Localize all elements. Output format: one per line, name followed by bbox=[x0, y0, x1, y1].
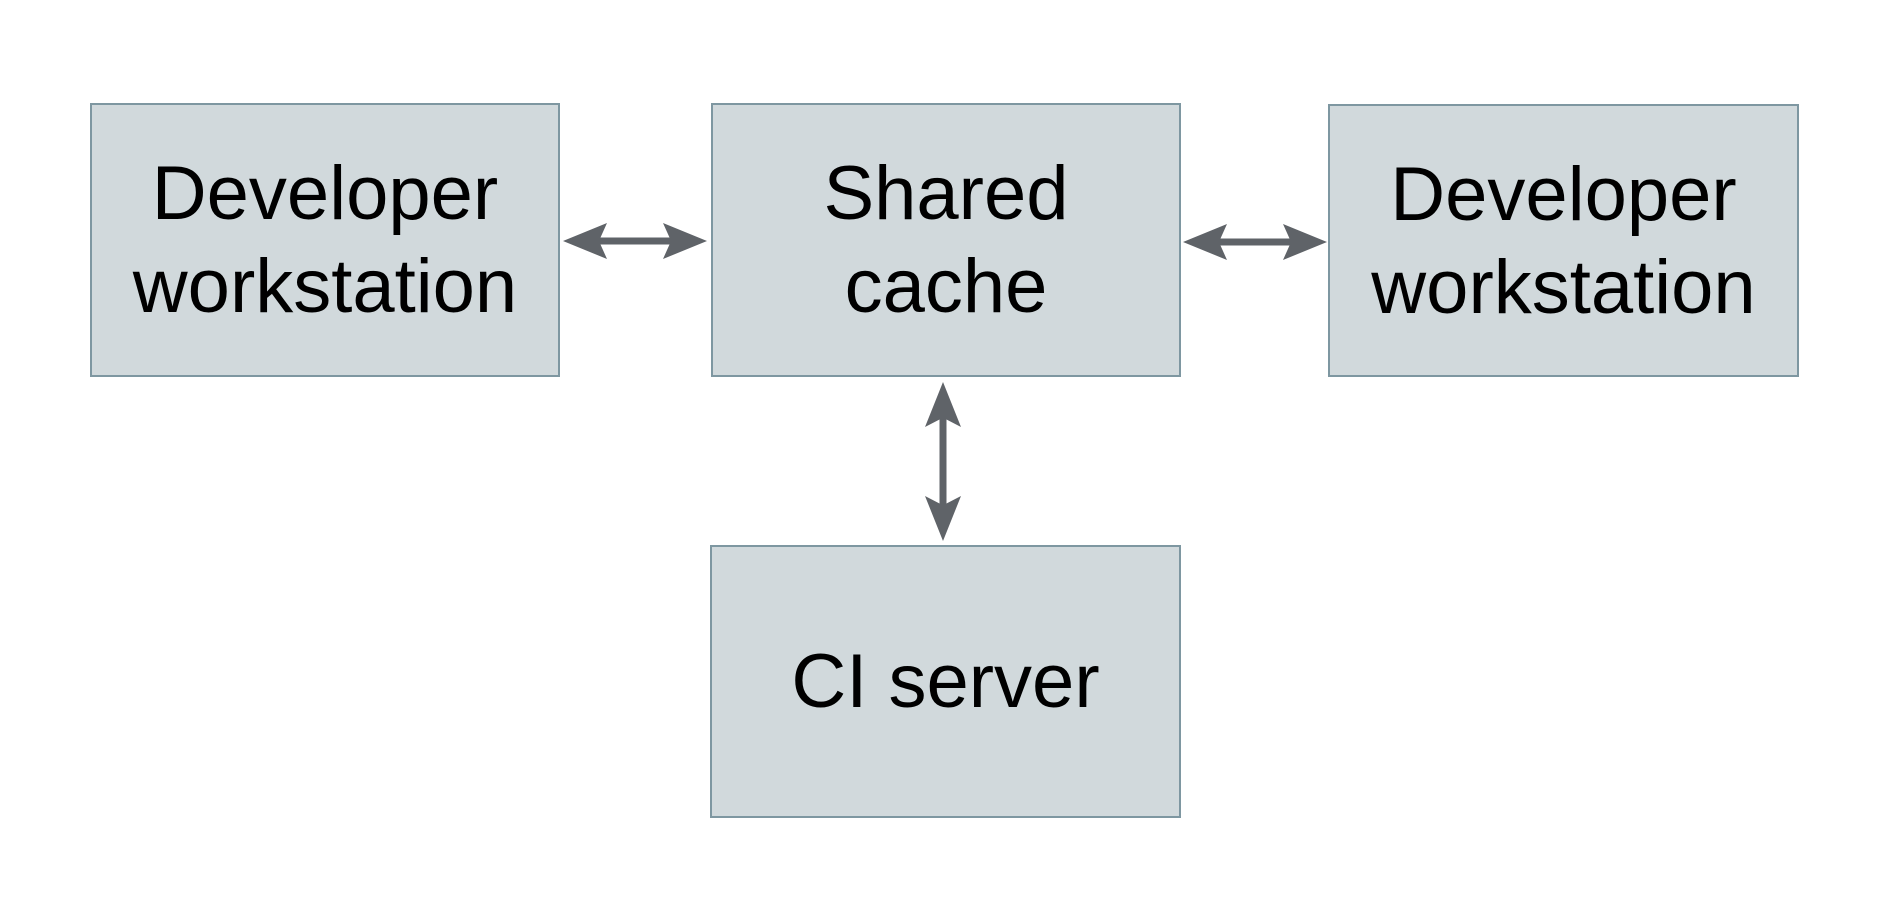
node-developer-workstation-right: Developer workstation bbox=[1328, 104, 1799, 377]
double-arrow-horizontal-icon bbox=[563, 223, 707, 259]
double-arrow-vertical-icon bbox=[925, 382, 961, 541]
node-ci-server: CI server bbox=[710, 545, 1181, 818]
node-label-line: workstation bbox=[1371, 244, 1756, 330]
node-label: Developer workstation bbox=[133, 147, 517, 333]
node-label-line: Developer bbox=[1390, 151, 1737, 237]
node-label-line: Shared bbox=[823, 151, 1069, 236]
bidirectional-arrow-vertical-icon bbox=[922, 380, 964, 543]
node-label-line: cache bbox=[844, 244, 1048, 329]
bidirectional-arrow-left-icon bbox=[561, 220, 709, 262]
node-developer-workstation-left: Developer workstation bbox=[90, 103, 560, 377]
bidirectional-arrow-right-icon bbox=[1181, 221, 1329, 263]
node-label-line: CI server bbox=[791, 639, 1100, 724]
double-arrow-horizontal-icon bbox=[1183, 224, 1327, 260]
node-label: Shared cache bbox=[823, 147, 1068, 333]
node-label-line: workstation bbox=[132, 244, 518, 329]
node-label-line: Developer bbox=[151, 151, 499, 236]
node-label: Developer workstation bbox=[1371, 148, 1755, 334]
node-label: CI server bbox=[791, 635, 1099, 728]
node-shared-cache: Shared cache bbox=[711, 103, 1181, 377]
